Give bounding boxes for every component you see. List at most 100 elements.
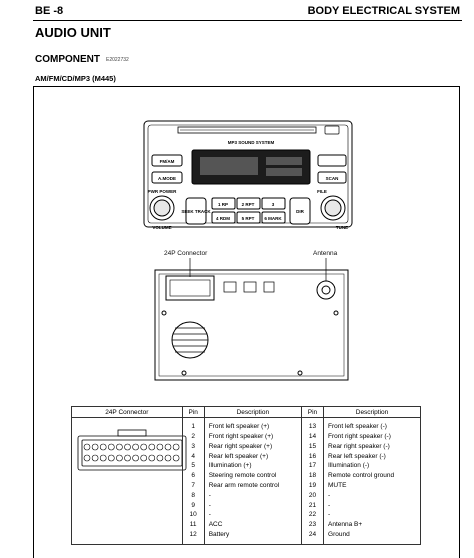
pin-pin-right-9: 21 (308, 501, 317, 509)
pin-desc-left-6: Steering remote control (208, 472, 277, 480)
pin-desc-right-11: Antenna B+ (328, 521, 363, 529)
preset-5-label: 5 RPT (242, 216, 255, 221)
header-connector: 24P Connector (71, 406, 183, 418)
pin-pin-right-11: 23 (308, 521, 317, 529)
antenna-label: Antenna (313, 250, 338, 257)
pin-desc-left-10: - (208, 511, 211, 519)
header-description-left: Description (203, 406, 302, 418)
header-section: BE -8 (35, 5, 64, 17)
pin-desc-left-4: Rear left speaker (+) (208, 452, 269, 460)
header-pin-left: Pin (181, 406, 205, 418)
pin-description-table: 24P Connector Pin Description Pin Descri… (71, 406, 421, 545)
pin-desc-left-9: - (208, 501, 211, 509)
preset-6-label: 6 MARK (264, 216, 282, 221)
audio-unit-front-face (143, 120, 353, 228)
preset-button-4 (211, 211, 236, 224)
preset-3-label: 3 (272, 202, 275, 207)
description-column-left: Front left speaker (+) Front right speake… (203, 417, 302, 545)
header-chapter: BODY ELECTRICAL SYSTEM (307, 5, 460, 17)
pin-pin-left-11: 11 (189, 521, 197, 529)
preset-4-label: 4 RDM (216, 216, 230, 221)
tune-label: TUNE (336, 225, 348, 230)
description-column-right: Front left speaker (-) Front right speake… (323, 417, 421, 545)
pin-desc-right-8: - (328, 491, 331, 499)
component-label: COMPONENT (35, 54, 100, 65)
power-label: PWR POWER (148, 189, 177, 194)
header-pin-right: Pin (300, 406, 325, 418)
component-heading: COMPONENT E2022732 (35, 54, 129, 65)
a-mode-button (151, 171, 183, 184)
pin-desc-right-5: Illumination (-) (328, 462, 370, 470)
pin-desc-right-12: Ground (328, 530, 350, 538)
connector-picture-cell (71, 417, 183, 545)
audio-unit-rear-view (154, 269, 349, 381)
dir-label: DIR (296, 209, 305, 214)
fm-am-button (151, 154, 183, 167)
pin-pin-left-5: 5 (191, 462, 195, 470)
pin-desc-right-9: - (328, 501, 331, 509)
pin-pin-right-4: 16 (308, 452, 317, 460)
model-label: AM/FM/CD/MP3 (M445) (35, 74, 116, 83)
component-code: E2022732 (106, 57, 129, 63)
a-mode-label: A.MODE (158, 176, 176, 181)
seek-track-label: SEEK TRACK (181, 209, 211, 214)
pin-pin-left-2: 2 (191, 433, 195, 441)
eject-button (324, 125, 340, 135)
pin-pin-left-3: 3 (191, 442, 195, 450)
table-header-row: 24P Connector Pin Description Pin Descri… (71, 406, 421, 418)
figure-frame (33, 86, 460, 558)
page-title: AUDIO UNIT (35, 25, 111, 40)
pin-pin-right-2: 14 (308, 433, 317, 441)
pin-pin-left-6: 6 (191, 472, 195, 480)
pin-pin-right-10: 22 (308, 511, 317, 519)
pin-pin-right-5: 17 (308, 462, 317, 470)
file-label: FILE (317, 189, 327, 194)
connector-label: 24P Connector (164, 250, 208, 257)
dir-rocker (289, 197, 311, 225)
pin-desc-right-10: - (328, 511, 331, 519)
pin-pin-left-9: 9 (191, 501, 195, 509)
preset-button-3 (261, 197, 286, 210)
scan-button (317, 171, 347, 184)
pin-desc-right-3: Rear right speaker (-) (328, 442, 390, 450)
pin-desc-right-6: Remote control ground (328, 472, 395, 480)
pin-pin-right-7: 19 (308, 482, 317, 489)
pin-desc-right-4: Rear left speaker (-) (328, 452, 386, 460)
preset-button-1 (211, 197, 236, 210)
pin-desc-left-5: Illumination (+) (208, 462, 252, 470)
pin-pin-left-12: 12 (189, 530, 197, 538)
pin-desc-left-12: Battery (208, 530, 230, 538)
preset-2-label: 2 RPT (242, 202, 255, 207)
pin-desc-right-7: MUTE (328, 482, 347, 489)
pin-desc-left-7: Rear arm remote control (208, 482, 280, 489)
pin-desc-left-8: - (208, 491, 211, 499)
pin-desc-right-2: Front right speaker (-) (328, 433, 391, 441)
pin-desc-left-3: Rear right speaker (+) (208, 442, 273, 450)
preset-button-6 (261, 211, 286, 224)
preset-button-5 (236, 211, 261, 224)
volume-label: VOLUME (152, 225, 171, 230)
preset-1-label: 1 RP (218, 202, 228, 207)
pin-pin-right-3: 15 (308, 442, 317, 450)
pin-pin-left-8: 8 (191, 491, 195, 499)
pin-desc-left-11: ACC (208, 521, 223, 529)
pin-pin-left-10: 10 (189, 511, 197, 519)
display-text: MP3 SOUND SYSTEM (228, 140, 275, 145)
pin-desc-right-1: Front left speaker (-) (328, 423, 387, 431)
pin-pin-left-1: 1 (191, 423, 195, 431)
cd-button (317, 154, 347, 167)
pin-desc-left-2: Front right speaker (+) (208, 433, 274, 441)
pin-pin-right-1: 13 (308, 423, 317, 431)
pin-pin-right-8: 20 (308, 491, 317, 499)
pin-pin-left-7: 7 (191, 482, 195, 489)
preset-button-2 (236, 197, 261, 210)
header-rule (33, 20, 462, 21)
pin-pin-left-4: 4 (191, 452, 195, 460)
pin-desc-left-1: Front left speaker (+) (208, 423, 270, 431)
seek-track-rocker (185, 197, 207, 225)
header-description-right: Description (323, 406, 421, 418)
rear-24p-connector (165, 275, 215, 301)
